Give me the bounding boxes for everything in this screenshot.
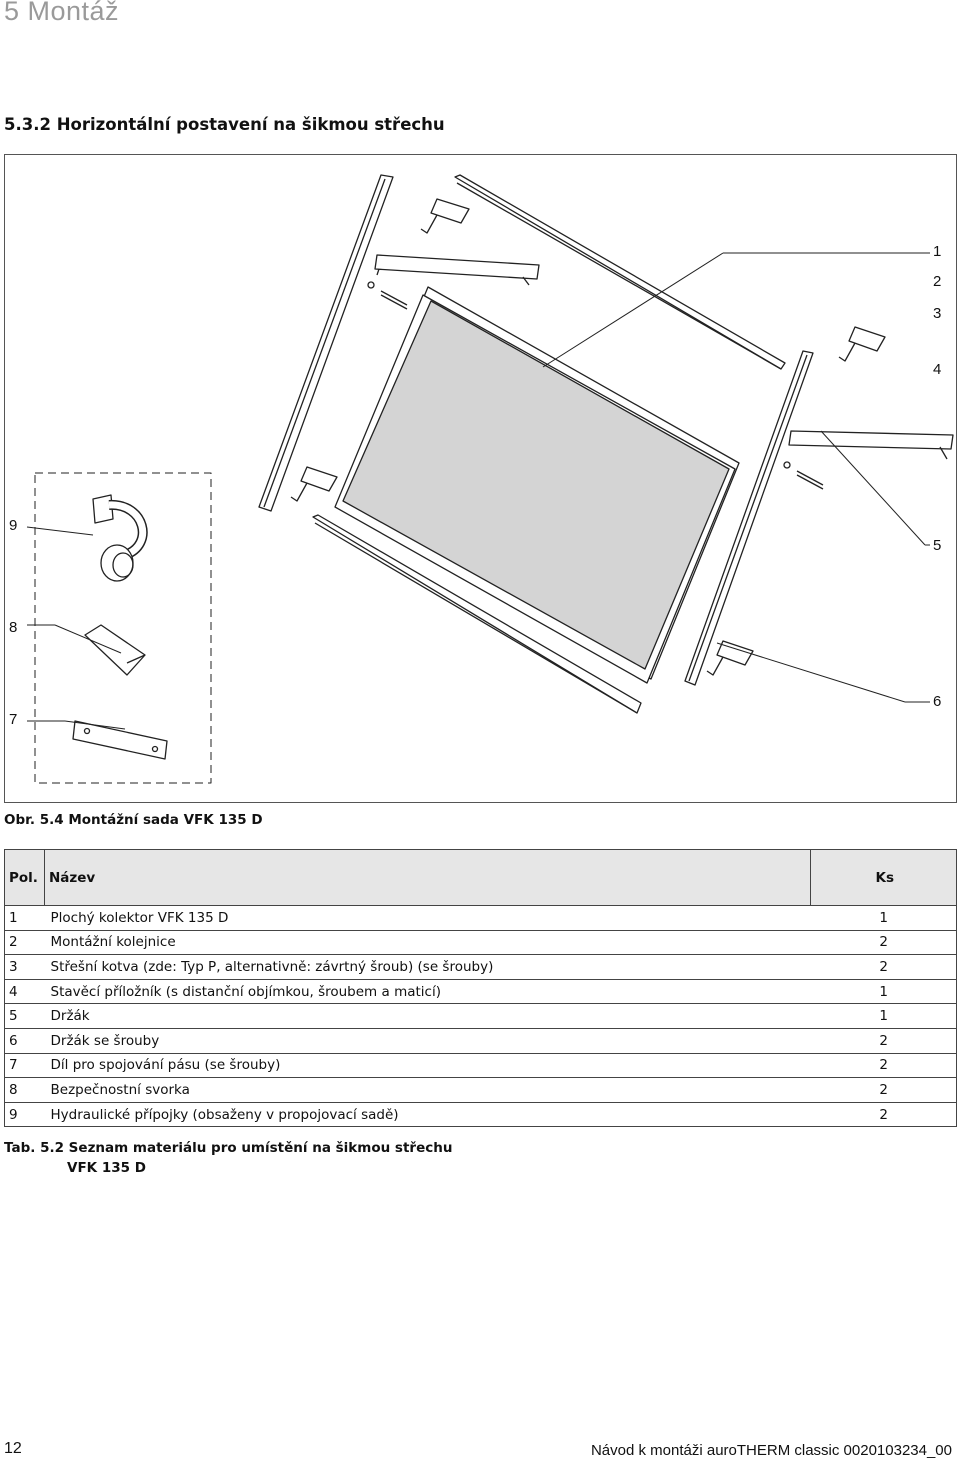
row-pos: 6	[4, 1028, 45, 1054]
right-rail	[684, 350, 814, 686]
row-qty: 2	[810, 1028, 957, 1054]
callout-1: 1	[933, 243, 942, 260]
top-bracket-2	[788, 430, 954, 460]
chapter-title: 5 Montáž	[4, 0, 120, 26]
callout-9: 9	[9, 517, 18, 534]
row-qty: 1	[810, 979, 957, 1005]
row-name: Držák se šrouby	[44, 1028, 811, 1054]
assembly-figure: 1 2 3 4 5 6 7 8 9	[4, 154, 957, 803]
leader-lines	[26, 252, 930, 730]
top-bracket-1	[374, 254, 540, 286]
row-qty: 2	[810, 1053, 957, 1079]
table-row: 2 Montážní kolejnice 2	[4, 930, 957, 956]
callout-5: 5	[933, 537, 942, 554]
roof-anchor-2	[838, 326, 886, 362]
section-heading: 5.3.2 Horizontální postavení na šikmou s…	[4, 115, 445, 134]
callout-8: 8	[9, 619, 18, 636]
parts-table: Pol. Název Ks 1 Plochý kolektor VFK 135 …	[4, 849, 957, 1128]
header-name: Název	[44, 849, 811, 906]
row-qty: 2	[810, 1102, 957, 1128]
row-name: Plochý kolektor VFK 135 D	[44, 905, 811, 931]
belt-connector	[72, 720, 168, 760]
callout-2: 2	[933, 273, 942, 290]
row-name: Hydraulické přípojky (obsaženy v propojo…	[44, 1102, 811, 1128]
table-row: 7 Díl pro spojování pásu (se šrouby) 2	[4, 1053, 957, 1079]
table-caption: Tab. 5.2 Seznam materiálu pro umístění n…	[4, 1138, 452, 1178]
row-name: Bezpečnostní svorka	[44, 1077, 811, 1103]
table-row: 8 Bezpečnostní svorka 2	[4, 1077, 957, 1103]
row-name: Držák	[44, 1003, 811, 1029]
figure-caption: Obr. 5.4 Montážní sada VFK 135 D	[4, 812, 263, 828]
table-row: 3 Střešní kotva (zde: Typ P, alternativn…	[4, 954, 957, 980]
callout-6: 6	[933, 693, 942, 710]
row-name: Střešní kotva (zde: Typ P, alternativně:…	[44, 954, 811, 980]
row-pos: 8	[4, 1077, 45, 1103]
row-qty: 1	[810, 905, 957, 931]
row-pos: 4	[4, 979, 45, 1005]
row-pos: 5	[4, 1003, 45, 1029]
row-pos: 7	[4, 1053, 45, 1079]
row-pos: 9	[4, 1102, 45, 1128]
row-qty: 2	[810, 930, 957, 956]
row-name: Montážní kolejnice	[44, 930, 811, 956]
table-caption-line2: VFK 135 D	[67, 1160, 146, 1176]
roof-anchor-4	[706, 640, 754, 676]
table-row: 4 Stavěcí příložník (s distanční objímko…	[4, 979, 957, 1005]
header-qty: Ks	[810, 849, 957, 906]
bolt-1	[367, 281, 408, 310]
row-pos: 3	[4, 954, 45, 980]
footer-text: Návod k montáži auroTHERM classic 002010…	[590, 1442, 952, 1459]
top-diagonal-rail	[454, 174, 786, 370]
page-number: 12	[4, 1440, 22, 1457]
row-qty: 1	[810, 1003, 957, 1029]
row-name: Stavěcí příložník (s distanční objímkou,…	[44, 979, 811, 1005]
row-qty: 2	[810, 1077, 957, 1103]
table-caption-line1: Tab. 5.2 Seznam materiálu pro umístění n…	[4, 1140, 453, 1156]
row-pos: 1	[4, 905, 45, 931]
row-name: Díl pro spojování pásu (se šrouby)	[44, 1053, 811, 1079]
bolt-2	[783, 461, 824, 490]
table-row: 1 Plochý kolektor VFK 135 D 1	[4, 905, 957, 931]
roof-anchor-3	[290, 466, 338, 502]
table-row: 9 Hydraulické přípojky (obsaženy v propo…	[4, 1102, 957, 1128]
header-pos: Pol.	[4, 849, 45, 906]
bottom-diagonal-rail	[312, 514, 642, 714]
assembly-drawing	[26, 174, 954, 784]
hydraulic-fitting	[92, 494, 148, 582]
row-qty: 2	[810, 954, 957, 980]
row-pos: 2	[4, 930, 45, 956]
callout-7: 7	[9, 711, 18, 728]
table-row: 6 Držák se šrouby 2	[4, 1028, 957, 1054]
table-row: 5 Držák 1	[4, 1003, 957, 1029]
callout-4: 4	[933, 361, 942, 378]
callout-3: 3	[933, 305, 942, 322]
collector-panel	[334, 286, 740, 684]
roof-anchor-1	[420, 198, 470, 234]
left-rail	[258, 174, 394, 512]
table-header-row: Pol. Název Ks	[4, 849, 957, 906]
